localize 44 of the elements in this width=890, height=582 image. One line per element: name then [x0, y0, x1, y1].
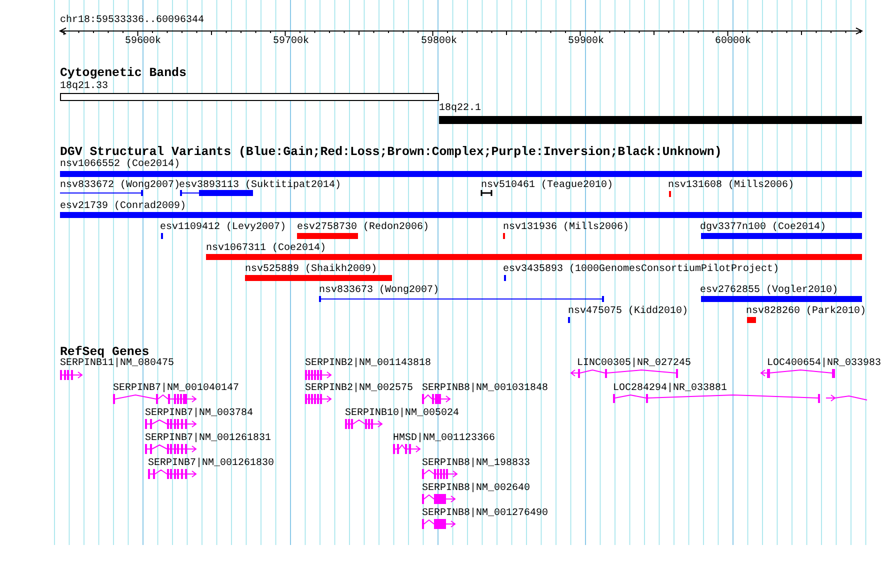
variant-label: esv2758730 (Redon2006) [297, 222, 430, 233]
variant-label: nsv833672 (Wong2007) [60, 180, 180, 191]
axis-tick-label: 59800k [421, 36, 457, 47]
gene-label: SERPINB8|NM_001276490 [422, 508, 548, 519]
variant-label: esv1109412 (Levy2007) [160, 222, 286, 233]
variant-label: esv21739 (Conrad2009) [60, 201, 186, 212]
variant-label: nsv828260 (Park2010) [746, 306, 866, 317]
variant-label: nsv475075 (Kidd2010) [568, 306, 688, 317]
axis-tick-label: 59900k [568, 36, 604, 47]
variant-label: nsv1067311 (Coe2014) [206, 243, 326, 254]
track-heading: RefSeq Genes [60, 346, 150, 359]
gene-label: LINC00305|NR_027245 [577, 358, 692, 369]
gene-label: SERPINB10|NM_005024 [345, 408, 460, 419]
axis-tick-label: 59600k [125, 36, 161, 47]
track-heading: Cytogenetic Bands [60, 67, 186, 80]
band-label: 18q22.1 [439, 103, 482, 114]
gene-label: SERPINB2|NM_001143818 [305, 358, 432, 369]
gene-label: LOC284294|NR_033881 [613, 383, 728, 394]
axis-tick-label: 60000k [715, 36, 751, 47]
variant-label: nsv131608 (Mills2006) [668, 180, 794, 191]
variant-label: esv3435893 (1000GenomesConsortiumPilotProject) [503, 264, 780, 275]
variant-label: esv3893113 (Suktitipat2014) [179, 180, 342, 191]
gene-label: LOC400654|NR_033983 [767, 358, 882, 369]
variant-label: esv2762855 (Vogler2010) [700, 285, 838, 296]
band-label: 18q21.33 [60, 81, 108, 92]
axis-tick-label: 59700k [273, 36, 309, 47]
gene-label: SERPINB2|NM_002575 [305, 383, 414, 394]
gene-label: SERPINB8|NM_001031848 [422, 383, 548, 394]
gene-label: SERPINB8|NM_198833 [422, 458, 530, 469]
variant-label: nsv131936 (Mills2006) [503, 222, 630, 233]
variant-label: nsv1066552 (Coe2014) [60, 159, 180, 170]
variant-label: nsv833673 (Wong2007) [319, 285, 440, 296]
variant-label: dgv3377n100 (Coe2014) [700, 222, 826, 233]
gene-label: SERPINB8|NM_002640 [422, 483, 530, 494]
variant-label: nsv525889 (Shaikh2009) [245, 264, 378, 275]
gene-label: SERPINB11|NM_080475 [60, 358, 174, 369]
gene-label: SERPINB7|NM_001261830 [148, 458, 274, 469]
track-heading: DGV Structural Variants (Blue:Gain;Red:Loss;Brown:Complex;Purple:Inversion;Black:Unknown) [60, 146, 722, 159]
gene-label: SERPINB7|NM_001040147 [113, 383, 240, 394]
gene-label: SERPINB7|NM_001261831 [145, 433, 272, 444]
gene-label: HMSD|NM_001123366 [393, 433, 496, 444]
gene-label: SERPINB7|NM_003784 [145, 408, 254, 419]
ruler-range-label: chr18:59533336..60096344 [60, 15, 204, 26]
variant-label: nsv510461 (Teague2010) [481, 180, 614, 191]
